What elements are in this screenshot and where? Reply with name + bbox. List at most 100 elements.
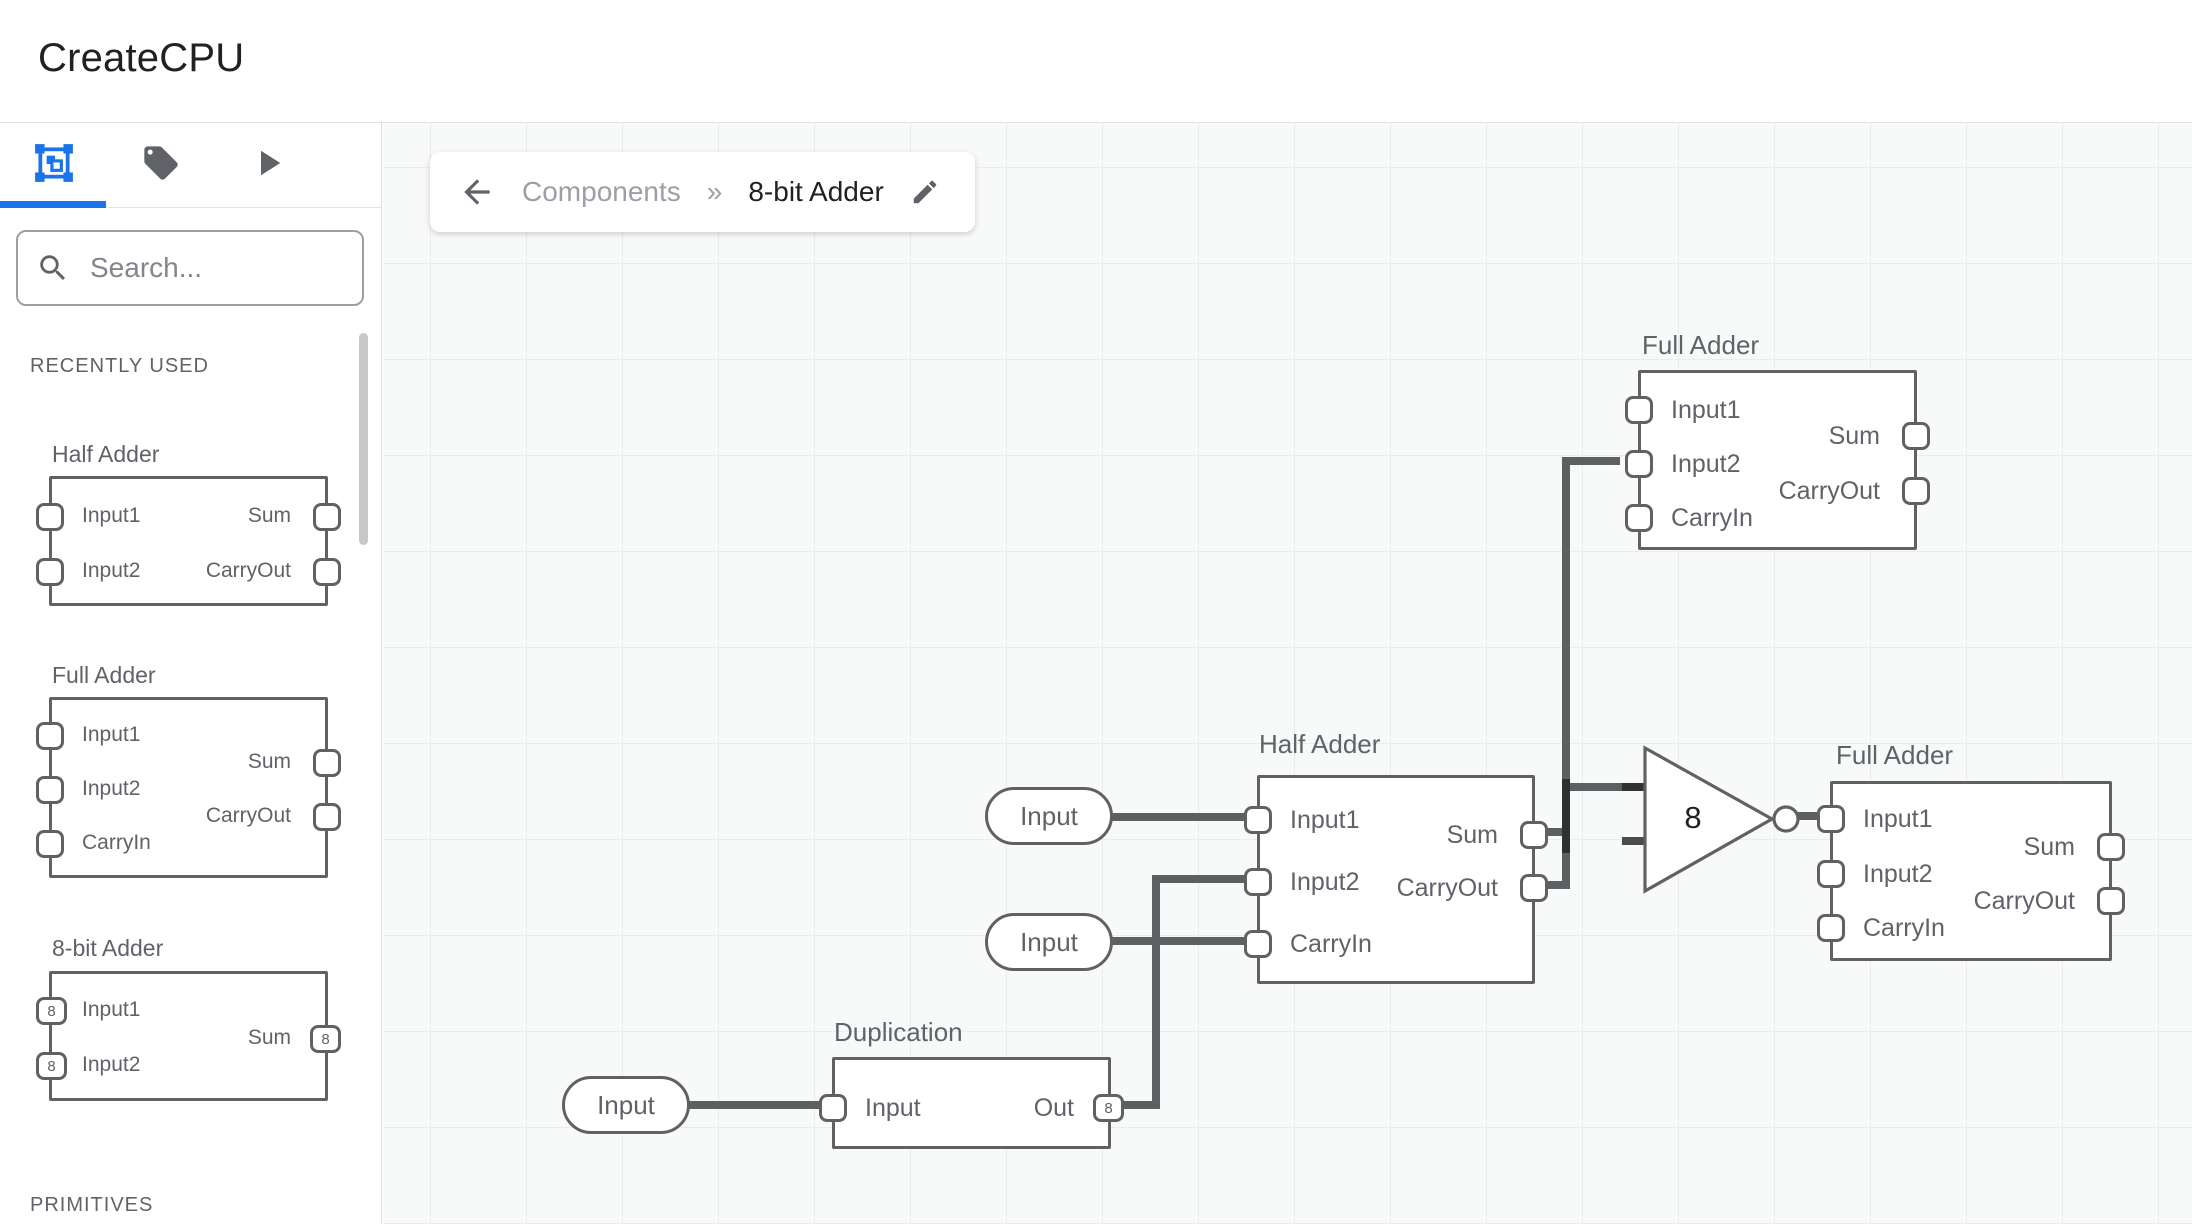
input-pill[interactable]: Input (985, 913, 1113, 971)
gate-triangle-icon (1643, 745, 1800, 894)
sidebar-scrollbar[interactable] (359, 333, 368, 545)
search-box (16, 230, 364, 306)
back-button[interactable] (458, 173, 496, 211)
breadcrumb: Components » 8-bit Adder (430, 152, 975, 232)
wire[interactable] (1570, 457, 1620, 465)
input-port (36, 776, 64, 804)
canvas-node-title: Full Adder (1642, 330, 1760, 360)
sidebar: RECENTLY USED Half AdderInput1Input2SumC… (0, 123, 382, 1224)
input-port-label: Input2 (82, 1053, 141, 1076)
input-port-label: Input1 (82, 998, 141, 1021)
wire[interactable] (1622, 783, 1646, 791)
sidebar-component-title: Full Adder (52, 662, 156, 688)
output-port-label: CarryOut (1973, 887, 2075, 915)
output-port-label: Sum (247, 504, 291, 527)
output-port-label: CarryOut (205, 559, 291, 582)
input-port: 8 (36, 997, 67, 1025)
breadcrumb-separator: » (706, 176, 723, 207)
wire[interactable] (1562, 457, 1570, 889)
tab-tags[interactable] (107, 123, 214, 207)
active-tab-underline (0, 201, 106, 208)
input-port[interactable] (1625, 504, 1653, 532)
input-pill[interactable]: Input (562, 1076, 690, 1134)
input-port-label: CarryIn (1671, 504, 1753, 532)
output-port-label: Sum (1828, 422, 1880, 450)
tab-run[interactable] (214, 123, 321, 207)
output-port[interactable] (2097, 833, 2125, 861)
wire[interactable] (1622, 837, 1644, 845)
wire[interactable] (1152, 875, 1160, 1109)
input-port-label: CarryIn (82, 831, 151, 854)
input-port-label: Input2 (1671, 450, 1741, 478)
tab-components[interactable] (0, 123, 107, 207)
input-port-label: Input2 (82, 777, 141, 800)
canvas-node-title: Full Adder (1836, 740, 1954, 770)
output-port[interactable]: 8 (1093, 1094, 1124, 1122)
input-port[interactable] (1817, 914, 1845, 942)
sidebar-component-title: 8-bit Adder (52, 935, 164, 961)
breadcrumb-current: 8-bit Adder (748, 176, 884, 207)
output-port (313, 803, 341, 831)
search-icon (40, 255, 66, 281)
input-port-label: Input1 (82, 504, 141, 527)
wire[interactable] (688, 1101, 820, 1109)
input-port[interactable] (1625, 450, 1653, 478)
wire[interactable] (1570, 783, 1622, 791)
section-primitives: PRIMITIVES (30, 1194, 154, 1216)
output-port-label: Sum (1446, 821, 1498, 849)
sidebar-tabbar (0, 123, 381, 208)
input-port (36, 503, 64, 531)
output-port (313, 558, 341, 586)
wire[interactable] (1122, 1101, 1160, 1109)
input-port[interactable] (1244, 806, 1272, 834)
wire[interactable] (1152, 875, 1244, 883)
canvas-node-title: Duplication (834, 1017, 963, 1047)
input-port-label: Input1 (1671, 396, 1741, 424)
buffer-gate[interactable] (1633, 739, 1813, 901)
output-port[interactable] (2097, 887, 2125, 915)
input-port[interactable] (1244, 930, 1272, 958)
input-port[interactable] (1625, 396, 1653, 424)
output-port (313, 503, 341, 531)
canvas-node-title: Half Adder (1259, 729, 1381, 759)
output-port-label: Sum (247, 750, 291, 773)
arrow-left-icon (464, 179, 490, 205)
edit-name-button[interactable] (910, 177, 940, 207)
wire[interactable] (1546, 881, 1566, 889)
wire[interactable] (1546, 828, 1566, 836)
wire[interactable] (1111, 937, 1245, 945)
wire[interactable] (1562, 779, 1570, 853)
output-port: 8 (310, 1025, 341, 1053)
gate-bits-label: 8 (1684, 800, 1702, 835)
wire[interactable] (1111, 813, 1245, 821)
app-title: CreateCPU (38, 36, 245, 80)
input-port[interactable] (1817, 805, 1845, 833)
pencil-icon (913, 180, 937, 204)
input-pill[interactable]: Input (985, 787, 1113, 845)
input-port[interactable] (1244, 868, 1272, 896)
output-port[interactable] (1902, 422, 1930, 450)
input-port[interactable] (1817, 860, 1845, 888)
output-port-label: CarryOut (1396, 874, 1498, 902)
search-input[interactable] (88, 251, 342, 285)
output-port[interactable] (1520, 874, 1548, 902)
output-port-label: CarryOut (1778, 477, 1880, 505)
output-port[interactable] (1902, 477, 1930, 505)
input-port: 8 (36, 1052, 67, 1080)
input-port-label: Input (865, 1094, 921, 1122)
input-port-label: CarryIn (1290, 930, 1372, 958)
input-port[interactable] (819, 1094, 847, 1122)
section-recently-used: RECENTLY USED (30, 355, 209, 377)
output-port[interactable] (1520, 821, 1548, 849)
input-port (36, 830, 64, 858)
breadcrumb-parent[interactable]: Components (522, 176, 681, 207)
wire[interactable] (1797, 812, 1818, 820)
